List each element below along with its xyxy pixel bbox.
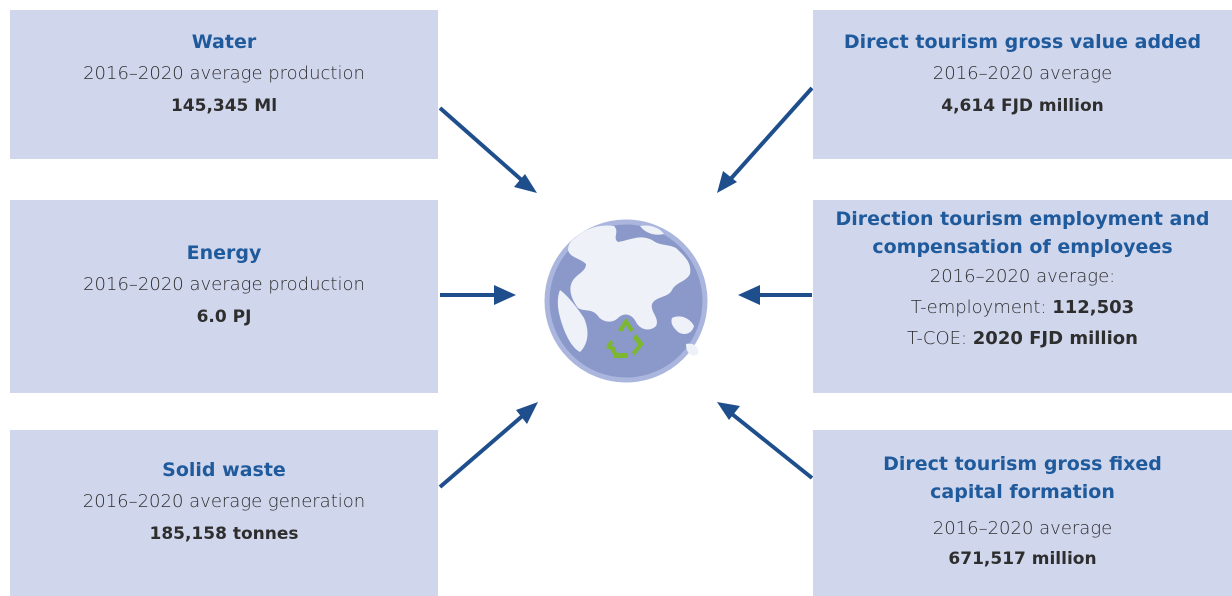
gross-fixed-capital-value: 671,517 million: [948, 549, 1097, 569]
arrow-waste: [438, 410, 529, 489]
water-title: Water: [191, 31, 257, 53]
gross-value-added-title: Direct tourism gross value added: [843, 31, 1202, 53]
arrow-water: [438, 106, 527, 185]
gross-fixed-capital-description: 2016–2020 average: [932, 518, 1113, 539]
employment-description: 2016–2020 average:: [929, 266, 1116, 287]
employment-coe-label: T-COE:: [907, 328, 973, 349]
water-description: 2016–2020 average production: [83, 63, 365, 84]
energy-value: 6.0 PJ: [196, 307, 252, 327]
arrowhead-water: [514, 174, 537, 193]
energy-description: 2016–2020 average production: [83, 274, 365, 295]
globe-icon: [544, 219, 708, 383]
arrowhead-gfcf: [717, 402, 740, 420]
employment-title-line1: Direction tourism employment and: [835, 208, 1210, 230]
arrowhead-employment: [738, 285, 760, 305]
employment-coe-value: 2020 FJD million: [972, 328, 1138, 349]
solid-waste-value: 185,158 tonnes: [149, 524, 299, 544]
gross-fixed-capital-title-line1: Direct tourism gross fixed: [883, 453, 1162, 475]
solid-waste-title: Solid waste: [162, 459, 286, 481]
solid-waste-description: 2016–2020 average generation: [82, 491, 366, 512]
employment-count-value: 112,503: [1052, 297, 1135, 318]
employment-title-line2: compensation of employees: [872, 236, 1173, 258]
gross-fixed-capital-title-line2: capital formation: [930, 481, 1115, 503]
gross-value-added-value: 4,614 FJD million: [941, 96, 1104, 116]
employment-box: Direction tourism employment and compens…: [813, 200, 1232, 393]
arrow-gfcf: [725, 408, 814, 480]
water-value: 145,345 Ml: [170, 96, 278, 116]
gross-value-added-box: Direct tourism gross value added 2016–20…: [813, 10, 1232, 159]
gross-fixed-capital-box: Direct tourism gross fixed capital forma…: [813, 430, 1232, 596]
water-box: Water 2016–2020 average production 145,3…: [10, 10, 438, 159]
employment-count-line: T-employment: 112,503: [813, 292, 1232, 323]
recycle-icon: [606, 318, 644, 358]
energy-title: Energy: [186, 242, 262, 264]
arrowhead-energy: [494, 285, 516, 305]
energy-box: Energy 2016–2020 average production 6.0 …: [10, 200, 438, 393]
arrow-gva: [725, 86, 814, 185]
gross-value-added-description: 2016–2020 average: [932, 63, 1113, 84]
employment-count-label: T-employment:: [910, 297, 1053, 318]
arrowhead-waste: [516, 402, 538, 424]
solid-waste-box: Solid waste 2016–2020 average generation…: [10, 430, 438, 596]
employment-coe-line: T-COE: 2020 FJD million: [813, 323, 1232, 354]
arrowhead-gva: [717, 171, 737, 193]
